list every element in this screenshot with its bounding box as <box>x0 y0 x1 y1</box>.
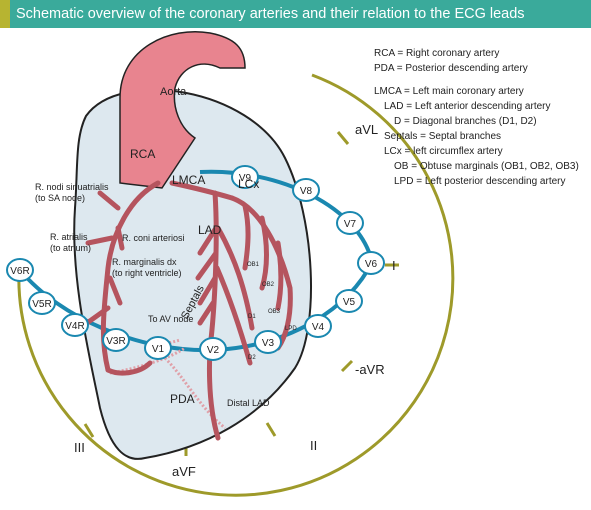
limb-lead-i: I <box>392 258 396 273</box>
legend-ob: OB = Obtuse marginals (OB1, OB2, OB3) <box>374 159 591 174</box>
atrialis-label-2: (to atrium) <box>50 243 91 253</box>
rca-label: RCA <box>130 147 155 161</box>
lead-v3r: V3R <box>106 336 125 347</box>
lad-label: LAD <box>198 223 222 237</box>
lead-v4: V4 <box>312 322 325 333</box>
legend: RCA = Right coronary artery PDA = Poster… <box>374 46 591 189</box>
lead-v6r: V6R <box>10 266 29 277</box>
lmca-label: LMCA <box>172 173 205 187</box>
limb-lead-iii: III <box>74 440 85 455</box>
ob1-label: OB1 <box>247 262 260 268</box>
legend-diagonal: D = Diagonal branches (D1, D2) <box>374 114 591 129</box>
coni-label: R. coni arteriosi <box>122 233 185 243</box>
lead-v2: V2 <box>207 345 220 356</box>
lead-v6: V6 <box>365 259 378 270</box>
lead-v5: V5 <box>343 297 356 308</box>
d2-label: D2 <box>248 355 256 361</box>
sa-node-label-1: R. nodi sinuatrialis <box>35 182 109 192</box>
legend-rca: RCA = Right coronary artery <box>374 46 591 61</box>
marginalis-label-2: (to right ventricle) <box>112 268 182 278</box>
ob2-label: OB2 <box>262 282 275 288</box>
lcx-label: LCx <box>238 177 259 191</box>
ob3-label: OB3 <box>268 309 281 315</box>
lead-v1: V1 <box>152 344 165 355</box>
to-av-node-label: To AV node <box>148 314 193 324</box>
lead-v3: V3 <box>262 338 275 349</box>
limb-lead-minus-avr: -aVR <box>355 362 385 377</box>
legend-pda: PDA = Posterior descending artery <box>374 61 591 76</box>
legend-lmca: LMCA = Left main coronary artery <box>374 84 591 99</box>
aorta-label: Aorta <box>160 86 187 98</box>
legend-lcx: LCx = left circumflex artery <box>374 144 591 159</box>
legend-lpd: LPD = Left posterior descending artery <box>374 174 591 189</box>
lead-v7: V7 <box>344 219 357 230</box>
sa-node-label-2: (to SA node) <box>35 193 85 203</box>
limb-lead-avf: aVF <box>172 464 196 479</box>
pda-label: PDA <box>170 392 195 406</box>
title-accent <box>0 0 10 28</box>
distal-lad-label: Distal LAD <box>227 398 270 408</box>
title-bar: Schematic overview of the coronary arter… <box>0 0 591 28</box>
lead-v5r: V5R <box>32 299 51 310</box>
lead-v4r: V4R <box>65 321 84 332</box>
lpd-label: LPD <box>285 326 297 332</box>
page-title: Schematic overview of the coronary arter… <box>16 6 525 22</box>
marginalis-label-1: R. marginalis dx <box>112 257 177 267</box>
lead-v8: V8 <box>300 186 313 197</box>
legend-septals: Septals = Septal branches <box>374 129 591 144</box>
d1-label: D1 <box>248 314 256 320</box>
atrialis-label-1: R. atrialis <box>50 232 88 242</box>
limb-lead-ii: II <box>310 438 317 453</box>
legend-lad: LAD = Left anterior descending artery <box>374 99 591 114</box>
